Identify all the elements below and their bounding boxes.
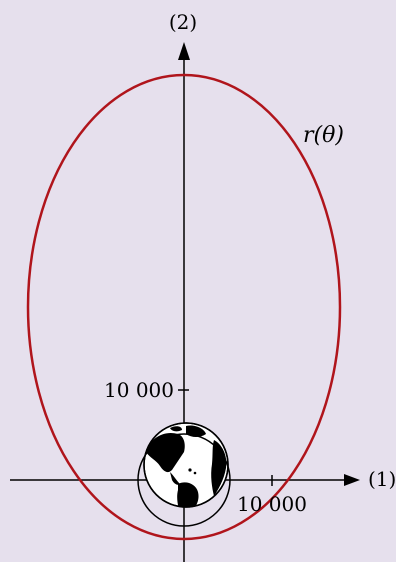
x-axis-arrowhead <box>344 474 360 486</box>
x-tick-label: 10 000 <box>237 492 307 516</box>
curve-label: r(θ) <box>303 123 344 148</box>
y-axis-label: (2) <box>169 10 197 34</box>
y-axis-arrowhead <box>178 42 190 60</box>
earth-globe-icon <box>143 422 229 508</box>
orbit-ellipse <box>26 73 342 541</box>
y-tick-label: 10 000 <box>104 378 174 402</box>
x-axis-label: (1) <box>368 467 396 491</box>
earth-orbit-circle <box>137 433 231 527</box>
